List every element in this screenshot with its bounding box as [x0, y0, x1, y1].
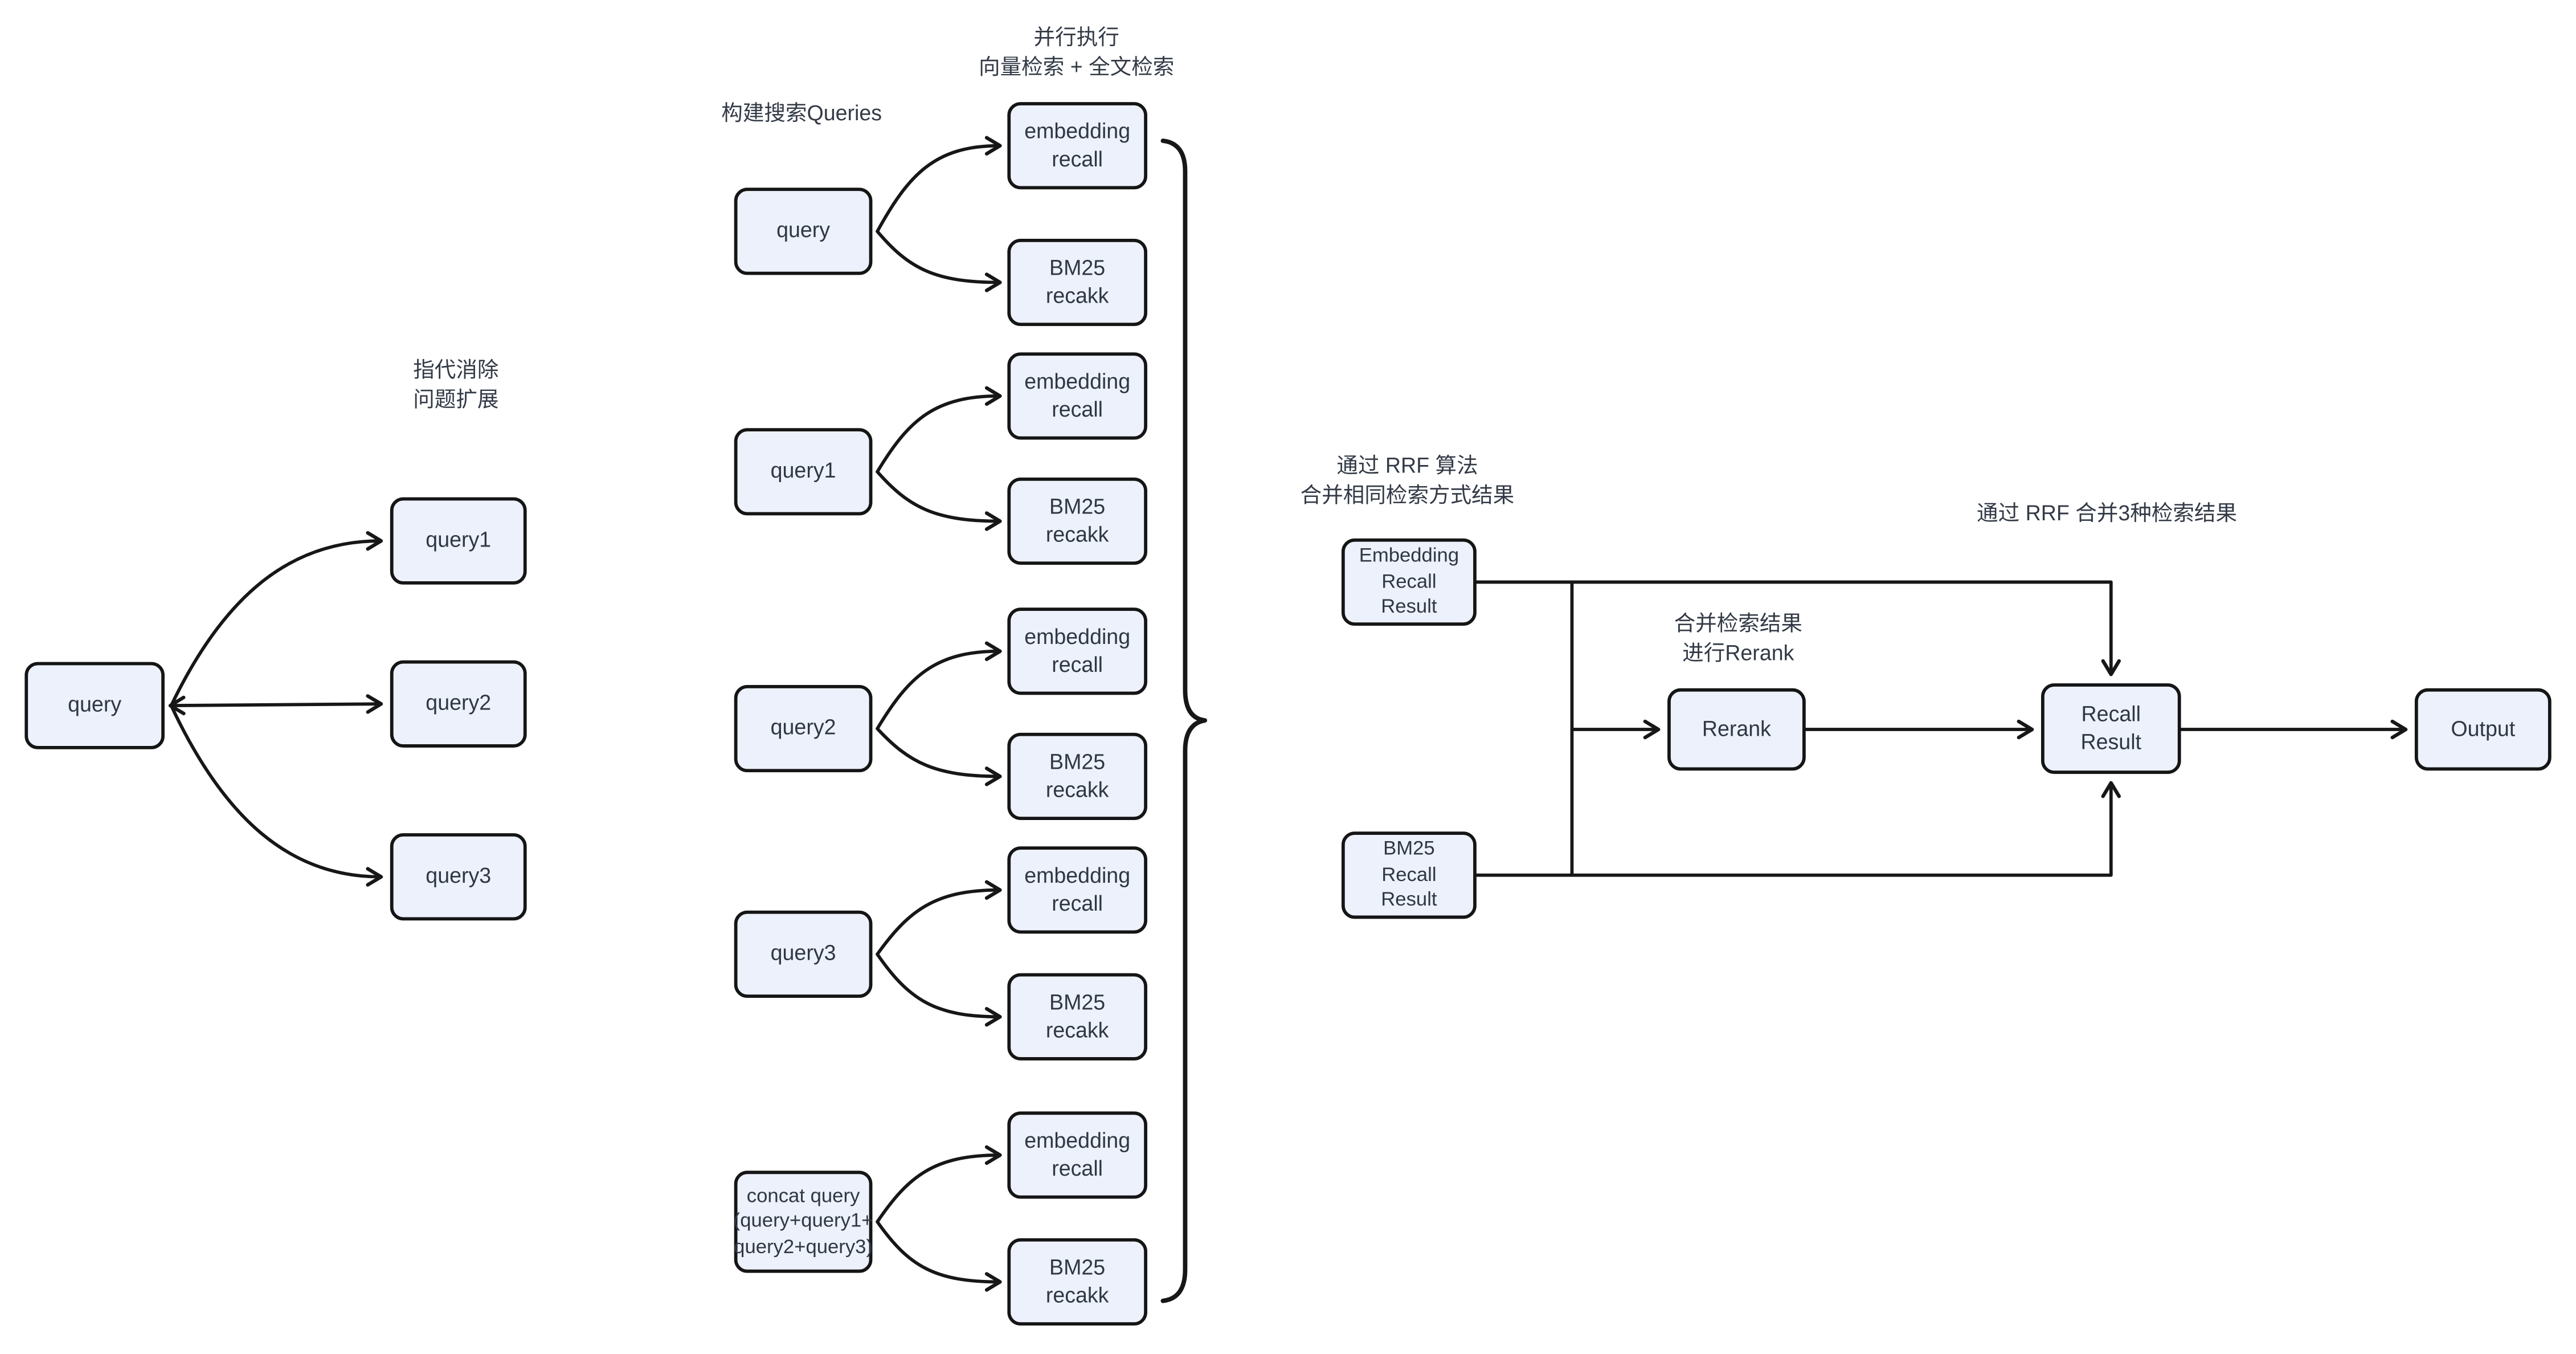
node-query1: query1 — [390, 497, 527, 585]
node-recall-result: Recall Result — [2041, 683, 2181, 774]
node-search-query: query — [734, 187, 873, 275]
label-coref-expand: 指代消除 问题扩展 — [413, 357, 499, 412]
node-query-input: query — [24, 662, 165, 749]
node-concat-query: concat query (query+query1+ query2+query… — [734, 1171, 873, 1273]
arrow-squery2-to-bm25-3 — [876, 727, 1002, 786]
node-embedding-recall-1: embedding recall — [1007, 102, 1147, 190]
node-embedding-recall-4: embedding recall — [1007, 846, 1147, 934]
node-bm25-recall-result: BM25 Recall Result — [1341, 831, 1477, 919]
arrow-embeddingrr-to-recallresult-top — [1474, 580, 2121, 676]
label-rrf-merge-same: 通过 RRF 算法 合并相同检索方式结果 — [1300, 452, 1515, 508]
node-embedding-recall-result: Embedding Recall Result — [1341, 538, 1477, 626]
label-parallel-exec: 并行执行 向量检索 + 全文检索 — [979, 25, 1175, 80]
node-search-query1: query1 — [734, 428, 873, 516]
node-query2: query2 — [390, 660, 527, 748]
node-bm25-recall-5: BM25 recakk — [1007, 1238, 1147, 1326]
node-bm25-recall-4: BM25 recakk — [1007, 973, 1147, 1061]
arrow-squery3-to-embedding4 — [876, 880, 1002, 956]
arrow-concat-to-embedding5 — [876, 1145, 1002, 1224]
label-merge-rerank: 合并检索结果 进行Rerank — [1674, 611, 1803, 666]
label-rrf-merge-3: 通过 RRF 合并3种检索结果 — [1977, 500, 2238, 525]
arrow-squery-to-bm25-1 — [876, 230, 1002, 292]
node-search-query2: query2 — [734, 685, 873, 773]
arrow-squery1-to-bm25-2 — [876, 470, 1002, 531]
label-build-queries: 构建搜索Queries — [721, 100, 882, 125]
node-bm25-recall-3: BM25 recakk — [1007, 732, 1147, 820]
curly-brace — [1160, 138, 1208, 1303]
node-rerank: Rerank — [1667, 688, 1806, 771]
arrow-bm25rr-to-recallresult-bottom — [1474, 781, 2121, 877]
arrow-squery2-to-embedding3 — [876, 641, 1002, 731]
arrow-query-to-query1 — [169, 531, 383, 708]
node-output: Output — [2414, 688, 2552, 771]
arrow-query-to-query3 — [169, 704, 383, 887]
arrow-concat-to-bm25-5 — [876, 1220, 1002, 1292]
node-embedding-recall-3: embedding recall — [1007, 607, 1147, 695]
arrow-squery3-to-bm25-4 — [876, 952, 1002, 1027]
node-query3: query3 — [390, 833, 527, 921]
arrow-squery-to-embedding1 — [876, 136, 1002, 233]
arrow-squery1-to-embedding2 — [876, 386, 1002, 474]
node-bm25-recall-1: BM25 recakk — [1007, 238, 1147, 327]
node-bm25-recall-2: BM25 recakk — [1007, 477, 1147, 565]
node-embedding-recall-5: embedding recall — [1007, 1111, 1147, 1199]
arrow-query-to-query2 — [168, 694, 383, 716]
node-embedding-recall-2: embedding recall — [1007, 352, 1147, 440]
node-search-query3: query3 — [734, 910, 873, 998]
